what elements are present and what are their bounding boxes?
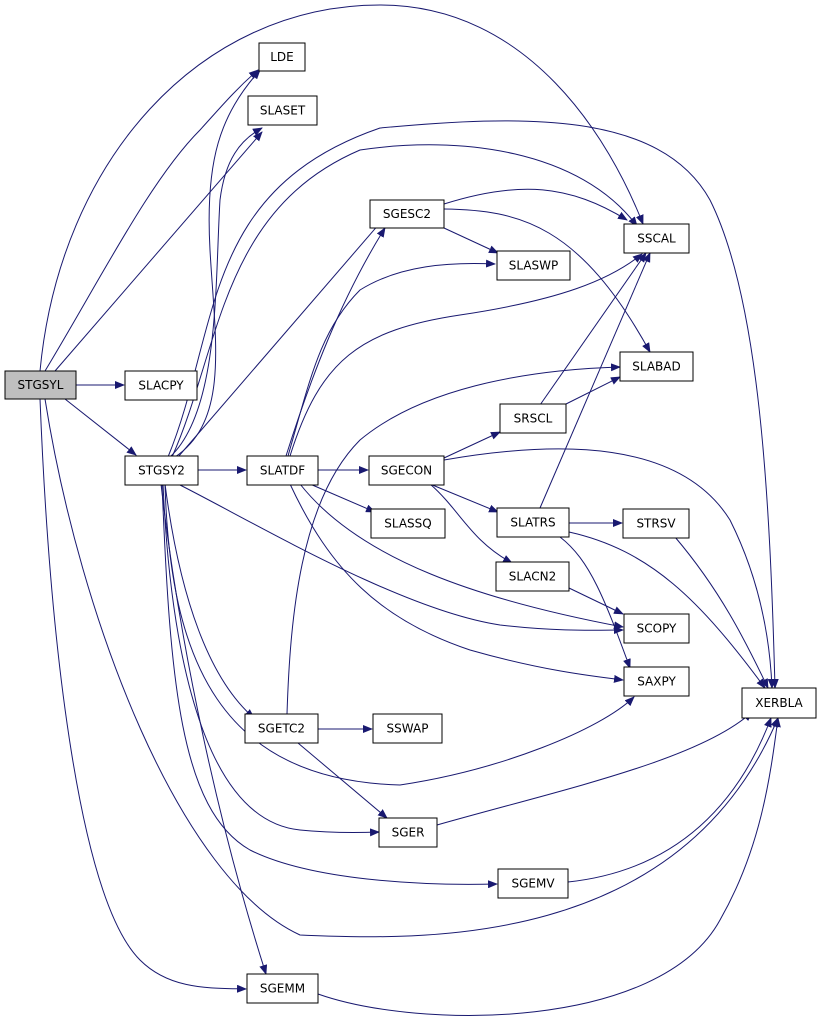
- node-sgecon[interactable]: SGECON: [368, 455, 445, 486]
- edge-stgsyl-xerbla: [44, 398, 779, 938]
- node-slacn2[interactable]: SLACN2: [495, 561, 570, 592]
- node-label-sgecon: SGECON: [381, 464, 432, 478]
- node-label-slatdf: SLATDF: [260, 464, 305, 478]
- edge-stgsy2-slaset: [169, 127, 263, 458]
- node-label-sger: SGER: [392, 826, 425, 840]
- node-label-scopy: SCOPY: [637, 622, 677, 636]
- node-strsv[interactable]: STRSV: [622, 508, 690, 539]
- node-label-stgsy2: STGSY2: [138, 464, 185, 478]
- node-label-sscal: SSCAL: [637, 232, 676, 246]
- node-label-saxpy: SAXPY: [637, 675, 676, 689]
- node-sgetc2[interactable]: SGETC2: [244, 713, 319, 744]
- node-label-xerbla: XERBLA: [755, 696, 803, 710]
- edge-stgsy2-sscal: [171, 144, 638, 458]
- node-slassq[interactable]: SLASSQ: [370, 508, 446, 539]
- nodes-layer: STGSYL LDE SLASET SLACPY STGSY2 SGESC2 S…: [4, 42, 817, 1004]
- edge-stgsy2-xerbla: [167, 120, 779, 689]
- node-label-sgemm: SGEMM: [260, 982, 305, 996]
- node-label-slatrs: SLATRS: [510, 516, 555, 530]
- node-stgsy2[interactable]: STGSY2: [124, 455, 199, 486]
- node-xerbla[interactable]: XERBLA: [741, 687, 817, 719]
- node-label-slaswp: SLASWP: [509, 259, 559, 273]
- edge-sgecon-srscl: [443, 431, 501, 459]
- node-srscl[interactable]: SRSCL: [499, 403, 567, 434]
- node-sger[interactable]: SGER: [378, 817, 438, 848]
- node-slatdf[interactable]: SLATDF: [246, 455, 319, 486]
- node-saxpy[interactable]: SAXPY: [623, 666, 690, 697]
- node-sswap[interactable]: SSWAP: [372, 713, 443, 744]
- edge-sgetc2-slabad: [286, 363, 621, 715]
- node-label-stgsyl: STGSYL: [18, 378, 64, 392]
- node-sgemv[interactable]: SGEMV: [497, 868, 569, 899]
- node-lde[interactable]: LDE: [258, 42, 306, 72]
- edge-stgsy2-sgemm: [160, 483, 268, 975]
- edge-slatrs-xerbla: [568, 531, 766, 689]
- edge-sgetc2-sger: [297, 742, 388, 819]
- edge-srscl-slabad: [565, 376, 621, 405]
- edge-strsv-xerbla: [674, 536, 769, 689]
- edge-stgsy2-sgetc2: [164, 483, 255, 719]
- node-label-slacpy: SLACPY: [138, 379, 184, 393]
- node-label-sgetc2: SGETC2: [258, 722, 305, 736]
- node-label-srscl: SRSCL: [514, 412, 553, 426]
- node-label-slacn2: SLACN2: [509, 570, 557, 584]
- edge-stgsyl-sgemm: [39, 398, 247, 993]
- edge-slatdf-slaswp: [287, 259, 496, 457]
- edge-sgesc2-slaswp: [443, 227, 499, 254]
- edge-sgemm-xerbla: [317, 717, 781, 1016]
- edge-sger-xerbla: [436, 711, 753, 826]
- node-label-slabad: SLABAD: [632, 360, 680, 374]
- edge-stgsy2-sgesc2: [177, 215, 387, 458]
- edge-sgecon-xerbla: [443, 448, 776, 689]
- node-slacpy[interactable]: SLACPY: [124, 370, 198, 401]
- edge-slatdf-sscal: [289, 253, 643, 457]
- node-label-strsv: STRSV: [636, 517, 676, 531]
- node-label-sgesc2: SGESC2: [383, 207, 431, 221]
- node-label-slaset: SLASET: [260, 104, 306, 118]
- edge-sgemv-xerbla: [567, 717, 772, 883]
- edge-stgsy2-saxpy: [164, 483, 635, 786]
- edge-srscl-sscal: [539, 252, 647, 406]
- node-slatrs[interactable]: SLATRS: [496, 507, 570, 538]
- node-label-sgemv: SGEMV: [511, 877, 555, 891]
- edge-slatdf-scopy: [299, 483, 624, 630]
- edge-slatrs-sscal: [539, 252, 651, 509]
- edge-sgesc2-slabad: [443, 208, 651, 353]
- edge-sgesc2-sscal: [443, 188, 628, 221]
- node-sgesc2[interactable]: SGESC2: [369, 199, 445, 229]
- edge-slatdf-saxpy: [289, 483, 624, 683]
- edge-stgsyl-lde: [44, 69, 259, 372]
- node-label-sswap: SSWAP: [387, 722, 429, 736]
- edge-slacn2-scopy: [568, 587, 624, 615]
- node-sscal[interactable]: SSCAL: [623, 223, 690, 254]
- edge-stgsy2-sger: [162, 483, 380, 837]
- node-scopy[interactable]: SCOPY: [623, 613, 690, 644]
- edge-slatrs-saxpy: [559, 536, 631, 669]
- node-slaswp[interactable]: SLASWP: [496, 250, 571, 281]
- edge-sgecon-slatrs: [429, 483, 499, 513]
- node-label-slassq: SLASSQ: [384, 517, 431, 531]
- node-stgsyl[interactable]: STGSYL: [4, 370, 77, 400]
- node-slaset[interactable]: SLASET: [247, 95, 318, 126]
- node-label-lde: LDE: [270, 50, 294, 64]
- edge-slatdf-slassq: [309, 483, 376, 513]
- edge-stgsy2-sgemv: [161, 483, 498, 889]
- edge-slatdf-sgesc2: [285, 227, 386, 457]
- edge-stgsy2-lde: [174, 69, 261, 458]
- node-sgemm[interactable]: SGEMM: [246, 973, 319, 1004]
- edge-stgsyl-sscal: [39, 4, 644, 372]
- edge-stgsyl-slaset: [54, 131, 263, 372]
- edge-stgsyl-stgsy2: [64, 398, 137, 456]
- edges-layer: [39, 4, 781, 1016]
- edge-stgsy2-scopy: [177, 483, 624, 635]
- node-slabad[interactable]: SLABAD: [619, 351, 694, 382]
- edge-sgecon-slacn2: [429, 483, 513, 564]
